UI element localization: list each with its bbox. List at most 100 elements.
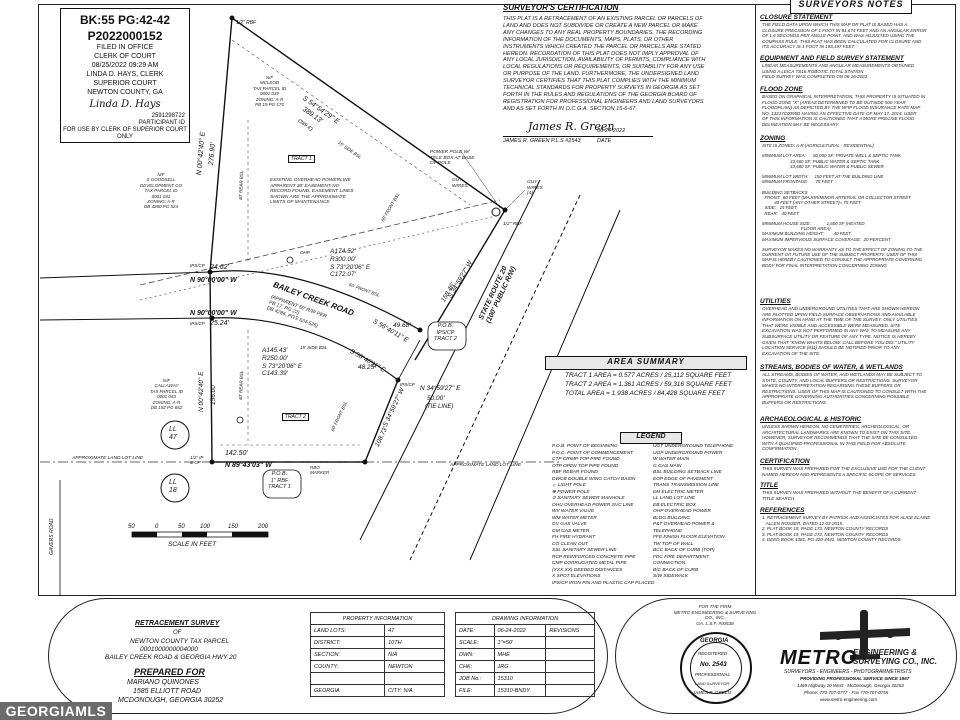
pob2-label: P.O.B. IPS/CP TRACT 2 — [434, 323, 457, 342]
legend-right-item: P&T OVERHEAD POWER & — [653, 522, 715, 527]
drw-date-label: DATE: — [455, 624, 495, 637]
title-line2: 0001000000004000 — [140, 646, 198, 653]
area-summary-title: AREA SUMMARY — [545, 356, 747, 370]
road-south-edge — [211, 317, 399, 381]
seal-name: JAMES R. GREEN — [693, 690, 732, 695]
recording-stamp: BK:55 PG:42-42 P2022000152 FILED IN OFFI… — [60, 8, 190, 143]
drw-scale-label: SCALE: — [455, 636, 495, 649]
sheet-border — [38, 4, 956, 596]
scale-bar — [131, 531, 269, 538]
legend-left-item: ☼ LIGHT POLE — [552, 483, 586, 488]
leader-guy — [504, 189, 526, 211]
drw-rev-2 — [545, 648, 595, 661]
pin-nw — [229, 15, 235, 21]
drw-dwn-label: DWN: — [455, 648, 495, 661]
pin-w-road — [207, 269, 213, 275]
legend-left-item: (XXX.XX) DEEDED DISTANCES — [552, 567, 623, 573]
pob1-callout-box — [262, 469, 302, 499]
legend-left-item: RBF REBAR FOUND — [552, 470, 598, 475]
goodsell-parcel: N/F S GOODSELL DEVELOPMENT CO TAX PARCEL… — [140, 172, 183, 210]
flood-title: FLOOD ZONE — [760, 86, 803, 93]
client-name: MARIANO QUINONES — [127, 679, 199, 686]
stamp-id: 2591298722 — [151, 113, 185, 119]
approx-ll-left: APPROXIMATE LAND LOT LINE — [72, 456, 144, 461]
firm-block — [615, 598, 957, 714]
firm-for: FOR THE FIRM METRO ENGINEERING & SURVEYI… — [673, 604, 757, 626]
prop-county-label: COUNTY: — [309, 660, 386, 673]
tie-distance: 50.00' — [427, 395, 445, 402]
n00-bearing-2: N 00°42'40" E — [198, 371, 205, 412]
drw-rev-5 — [545, 684, 595, 697]
certification-signer: JAMES R. GREEN P.L.S #2543 — [503, 138, 581, 144]
guy-wires-note: GUY WIRES — [452, 178, 468, 189]
legend-title: LEGEND — [620, 432, 682, 444]
arch-text: UNLESS SHOWN HEREON, NO CEMETERIES, ARCH… — [762, 424, 918, 452]
rbo-marker: RBO MARKER — [310, 465, 330, 476]
power-pole-icon-2 — [286, 256, 294, 264]
closure-title: CLOSURE STATEMENT — [760, 14, 833, 21]
n90-bearing-1: N 90°00'00" W — [190, 277, 237, 284]
stamp-line6: NEWTON COUNTY, GA — [87, 89, 163, 96]
title-text: THIS SURVEY WAS PREPARED WITHOUT THE BEN… — [762, 490, 917, 501]
legend-right-item: FFE FINISH FLOOR ELEVATION — [653, 535, 725, 540]
arch-title: ARCHAEOLOGICAL & HISTORIC — [760, 416, 862, 423]
stamp-line5: SUPERIOR COURT — [93, 80, 157, 87]
area-row-1: TRACT 1 AREA = 0.577 ACRES / 25,112 SQUA… — [565, 372, 732, 379]
pin-w-road-s — [209, 315, 215, 321]
legend-right-item: UGP UNDERGROUND POWER — [653, 450, 723, 456]
legend-right-item: UGT UNDERGROUND TELEPHONE — [653, 444, 734, 449]
power-pole-icon — [491, 207, 501, 217]
legend-left-item: X SPOT ELEVATIONS — [552, 574, 601, 579]
n89-bearing: N 89°43'03" W — [225, 462, 272, 469]
legend-left-item: OHU OVERHEAD POWER SVC LINE — [552, 502, 634, 508]
drw-job-value: 15310 — [493, 672, 547, 685]
tie-line — [397, 339, 421, 381]
drw-file-label: FILE: — [455, 684, 495, 697]
rbf-right: 1/2" RBF — [503, 222, 523, 227]
stamp-line2: CLERK OF COURT — [94, 53, 156, 60]
seal-number: No. 2543 — [700, 661, 727, 668]
easement-line — [139, 214, 501, 301]
zoning-text: SITE IS ZONED: A-R (AGRICULTURAL - RESID… — [762, 143, 923, 268]
streams-title: STREAMS, BODIES OF WATER, & WETLANDS — [760, 364, 903, 371]
sr20-east-edge — [469, 209, 621, 561]
prop-section-label: SECTION: — [309, 648, 386, 661]
legend-left-item: WM WATER METER — [552, 515, 597, 521]
prop-section-value: N/A — [384, 648, 445, 661]
ips-2: IPS/CP — [190, 321, 205, 326]
legend-right-item: OHP OVERHEAD POWER — [653, 509, 711, 514]
dist-2524: 25.24' — [210, 320, 229, 327]
sr20-west-edge — [359, 179, 541, 541]
curve2-data: A145.43' R250.00' S 73°20'06" E C143.39' — [262, 347, 303, 378]
east-boundary-tract1 — [364, 379, 399, 463]
leader-power-pole — [459, 149, 501, 209]
tract1-lower-label: TRACT 2 — [282, 413, 309, 421]
legend-left-item: CO CLEAN OUT — [552, 541, 588, 547]
legend-right-item: G GAS MAIN — [653, 463, 682, 469]
legend-left-item: P.O.B. POINT OF BEGINNING — [552, 444, 618, 449]
legend-right-item: FDC FIRE DEPARTMENT — [653, 554, 710, 560]
overhead-power-line — [139, 199, 501, 286]
land-lot-18-circle — [160, 473, 190, 503]
equipment-text: LINEAR MEASUREMENTS AND ANGULAR MEASUREM… — [762, 63, 915, 80]
legend-right-item: EM ELECTRIC METER — [653, 489, 704, 495]
client-address-2: MCDONOUGH, GEORGIA 30252 — [118, 697, 224, 704]
certification-sign-date: 06-24-2022 — [597, 128, 626, 134]
legend-right-item: EB ELECTRIC BOX — [653, 502, 696, 508]
legend-right-item: LL LAND LOT LINE — [653, 496, 696, 501]
drw-rev-4 — [545, 672, 595, 685]
prop-district-value: 10TH — [384, 636, 445, 649]
bsl-15-side-2: 15' SIDE BSL — [300, 345, 328, 350]
legend-right-item: W WATER MAIN — [653, 457, 690, 462]
legend-left-item: GM GAS METER — [552, 528, 590, 534]
stamp-note: FOR USE BY CLERK OF SUPERIOR COURT ONLY — [63, 127, 187, 140]
overhead-note: EXISTING OVERHEAD POWERLINE APPARENT 30'… — [270, 178, 354, 206]
power-pole-note: POWER POLE W/ TELE BOX AT BASE OF POLE — [430, 150, 475, 167]
callaway-parcel: N/F CALLAWAY TAX PARCEL ID 0001 043 ZONI… — [150, 378, 184, 411]
pob1-label: P.O.B. 1" RBF TRACT 1 — [268, 471, 291, 490]
n90-bearing-2: N 90°00'00" W — [190, 310, 237, 317]
seal-ls: LAND SURVEYOR — [695, 681, 730, 686]
stamp-signature: Linda D. Hays — [89, 99, 161, 110]
certification-date-label: DATE — [597, 138, 612, 144]
